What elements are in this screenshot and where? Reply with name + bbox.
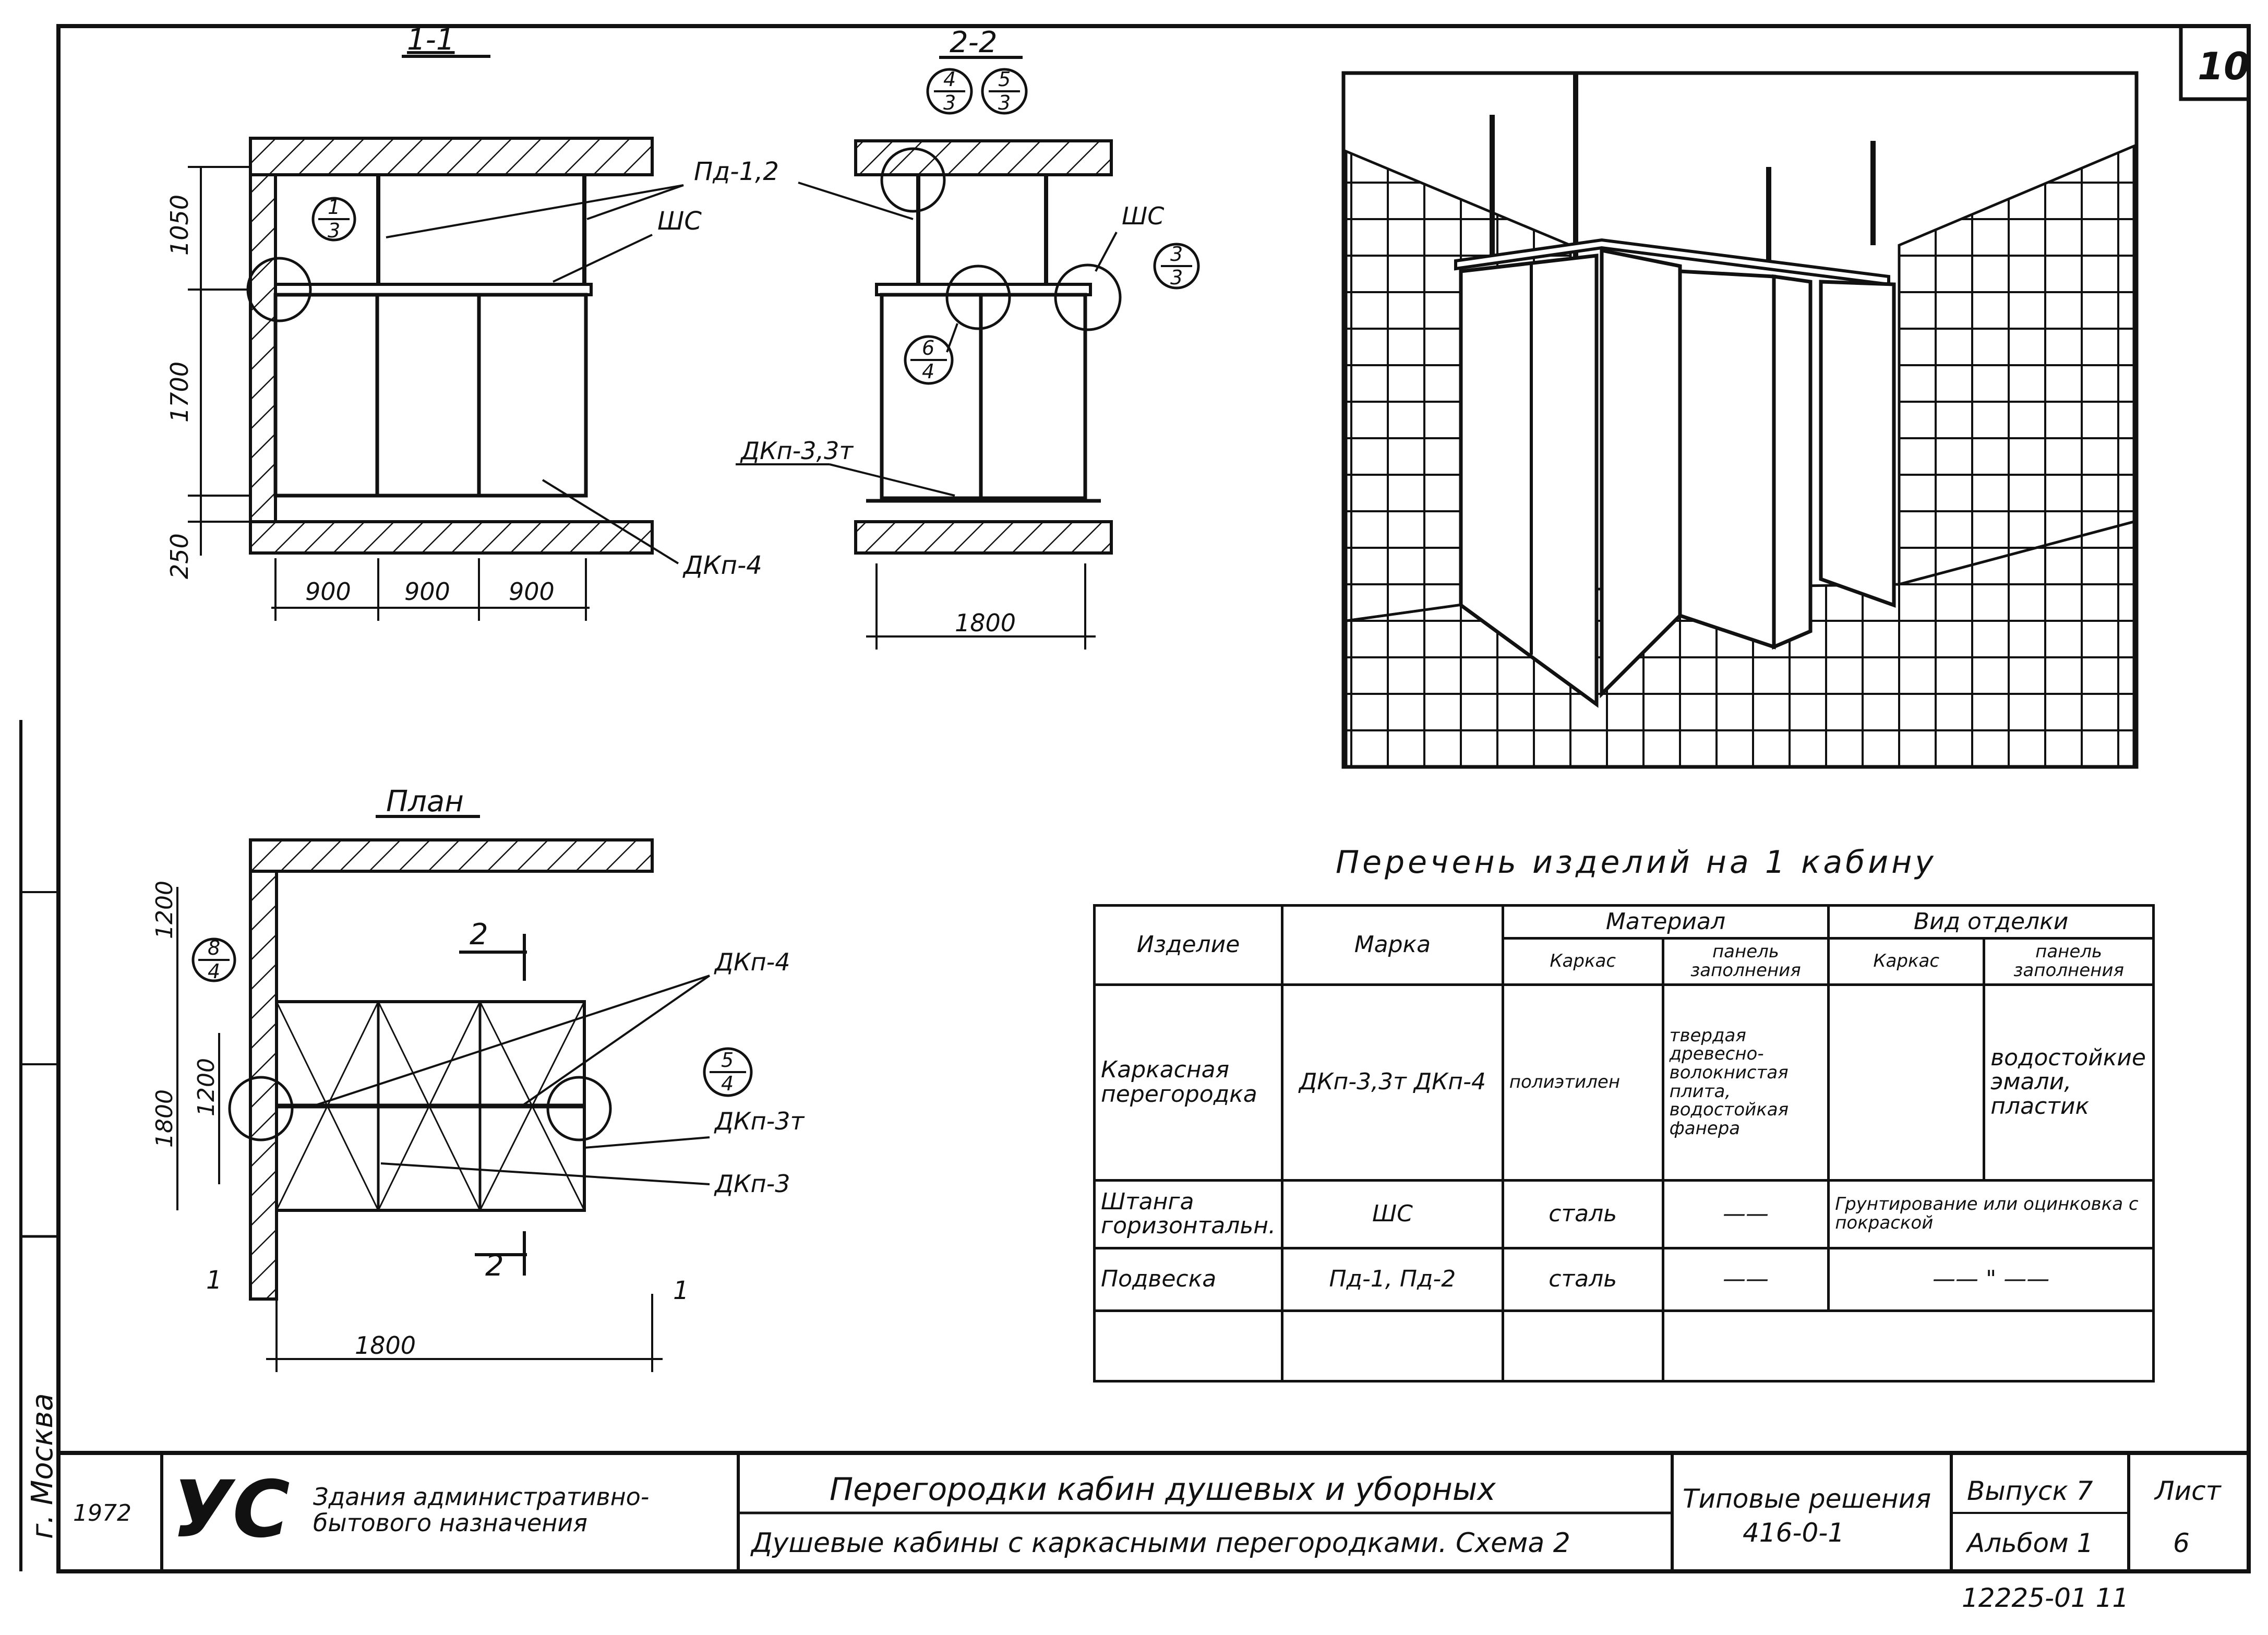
callout-6-4-top: 6 [922,336,934,359]
callout-5-4-bottom: 4 [721,1072,734,1095]
callout-5-3-bottom: 3 [998,91,1011,114]
row4-empty-1 [1093,1309,1284,1382]
row1-panel: твердая древесно-волокнистая плита, водо… [1661,983,1830,1182]
plan-dim-1800-h: 1800 [355,1331,416,1360]
plan-dim-1200: 1200 [193,1058,220,1116]
dim-1700: 1700 [165,362,194,423]
row1-finish-panel: водостойкие эмали, пластик [1983,983,2155,1182]
album: Альбом 1 [1965,1528,2093,1558]
bottom-note: 12225-01 11 [1962,1583,2129,1613]
row3-frame: сталь [1501,1246,1664,1312]
label-shs-2: ШС [1122,202,1164,230]
sheet-number: 10 [2198,44,2250,88]
row1-frame: полиэтилен [1501,983,1664,1182]
section-1-1: 1-1 1 3 Пд-1,2 ШС ДКп-4 [165,23,779,621]
plan-view: План 8 4 5 4 ДКп-4 ДКп-3т ДКп-3 [151,785,805,1372]
row3-panel: —— [1661,1246,1830,1312]
row3-item: Подвеска [1093,1246,1284,1312]
callout-8-4-bottom: 4 [208,960,220,983]
label-dkp4: ДКп-4 [682,551,762,580]
hdr-material-panel: панель заполнения [1661,937,1830,986]
callout-4-3-top: 4 [943,68,956,91]
row2-panel: —— [1661,1179,1830,1249]
hdr-material-frame: Каркас [1501,937,1664,986]
row2-item: Штанга горизонтальн. [1093,1179,1284,1249]
section-mark-2-top: 2 [470,918,488,952]
row3-mark: Пд-1, Пд-2 [1281,1246,1504,1312]
drawing-title-1: Перегородки кабин душевых и уборных [830,1471,1496,1508]
row4-empty-4 [1661,1309,2155,1382]
title-year: 1972 [73,1500,131,1526]
plan-dim-1200-top: 1200 [151,881,178,939]
sheet-number-box [2179,24,2251,101]
section-1-title: 1-1 [407,23,454,57]
plan-dim-1800: 1800 [151,1089,178,1148]
dim-1800-s2: 1800 [955,609,1016,637]
org-line-1: Здания административно- [313,1483,649,1511]
sheet-value: 6 [2173,1528,2190,1558]
callout-6-4-bottom: 4 [922,360,934,383]
callout-5-4-top: 5 [721,1049,734,1072]
table-title: Перечень изделий на 1 кабину [1336,844,1937,881]
row3-finish: —— " —— [1827,1246,2155,1312]
row2-mark: ШС [1281,1179,1504,1249]
row2-finish: Грунтирование или оцинковка с покраской [1827,1179,2155,1249]
callout-5-3-top: 5 [998,68,1011,91]
hdr-finish-panel: панель заполнения [1983,937,2155,986]
spec-table: Изделие Марка Материал Вид отделки Карка… [1093,904,2155,1382]
section-2-2: 2-2 4 3 5 3 3 3 6 4 ШС ДКп-3,3т [736,26,1200,650]
label-dkp33t: ДКп-3,3т [740,437,854,465]
series-number: 416-0-1 [1743,1518,1844,1548]
label-plan-dkp3t: ДКп-3т [714,1107,805,1135]
city-stamp: г. Москва [26,1393,59,1539]
hdr-mark: Марка [1281,904,1504,986]
hdr-item: Изделие [1093,904,1284,986]
callout-8-4-top: 8 [208,936,220,959]
row2-frame: сталь [1501,1179,1664,1249]
label-shs: ШС [657,207,702,236]
sheet-label: Лист [2154,1476,2222,1506]
hdr-finish: Вид отделки [1827,904,2155,940]
row1-finish-frame [1827,983,1986,1182]
section-mark-1-left: 1 [206,1266,222,1295]
callout-3-3-top: 3 [1170,243,1183,266]
row4-empty-2 [1281,1309,1504,1382]
org-line-2: бытового назначения [313,1509,587,1537]
dim-900-c: 900 [509,578,555,606]
drawing-title-2: Душевые кабины с каркасными перегородкам… [750,1528,1570,1559]
perspective-view [1341,71,2139,769]
dim-900-a: 900 [305,578,351,606]
title-block: 1972 УС Здания административно- бытового… [56,1451,2251,1573]
series-label: Типовые решения [1683,1484,1931,1514]
dim-900-b: 900 [404,578,450,606]
org-logo: УС [172,1464,290,1555]
callout-3-3-bottom: 3 [1170,266,1183,289]
label-pd: Пд-1,2 [694,157,779,186]
issue: Выпуск 7 [1967,1476,2093,1506]
section-mark-1-right: 1 [673,1276,689,1305]
callout-1-bottom: 3 [328,219,340,242]
row4-empty-3 [1501,1309,1664,1382]
plan-title: План [386,785,464,819]
label-plan-dkp4: ДКп-4 [714,948,790,976]
row1-item: Каркасная перегородка [1093,983,1284,1182]
hdr-material: Материал [1501,904,1830,940]
callout-1-top: 1 [328,196,340,219]
label-plan-dkp3: ДКп-3 [714,1170,790,1198]
section-2-title: 2-2 [950,26,997,59]
dim-250: 250 [165,533,194,579]
callout-4-3-bottom: 3 [943,91,956,114]
dim-1050: 1050 [165,195,194,256]
hdr-finish-frame: Каркас [1827,937,1986,986]
row1-mark: ДКп-3,3т ДКп-4 [1281,983,1504,1182]
